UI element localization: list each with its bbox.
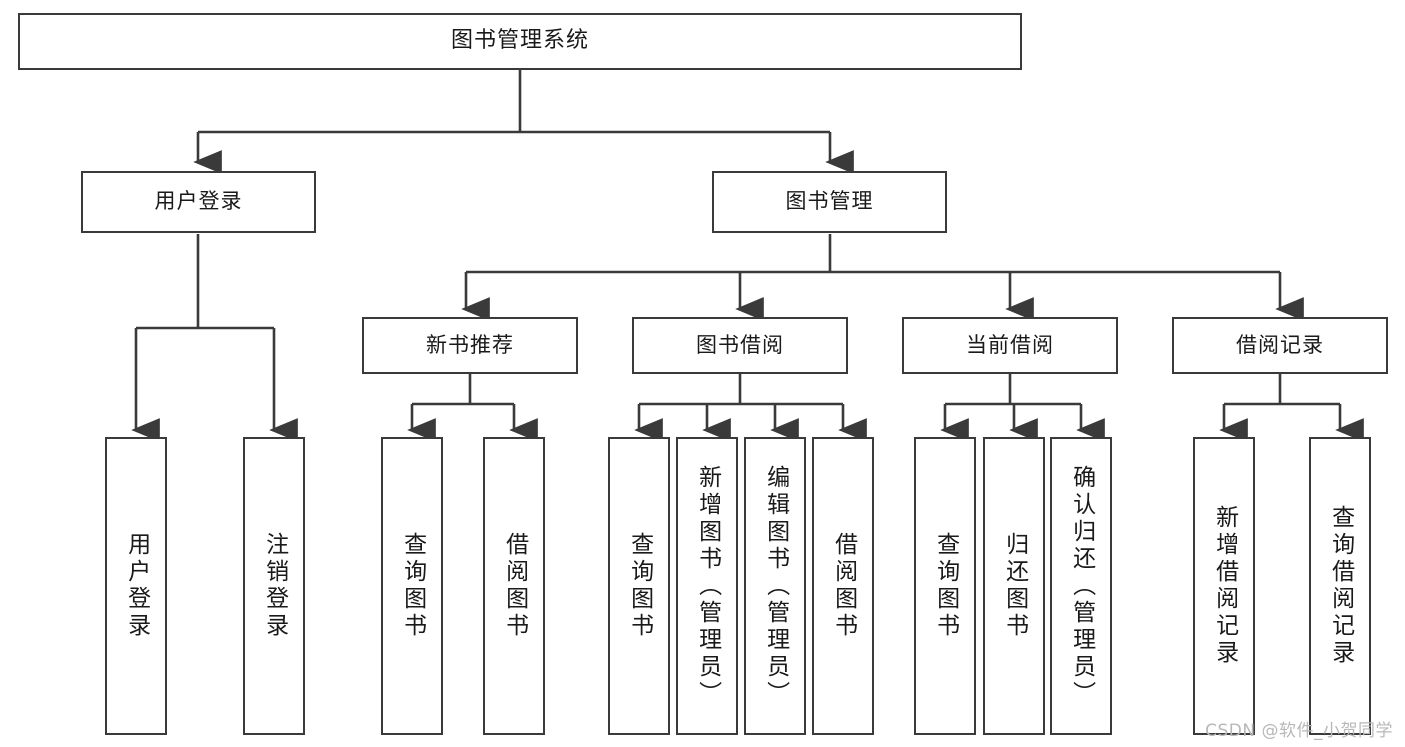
watermark-text: CSDN @软件_小贺同学 — [1205, 721, 1393, 741]
node-new-book-recommendation[interactable]: 新书推荐 — [362, 317, 578, 374]
leaf-label: 用户登录 — [123, 532, 150, 640]
leaf-borrow-book-borrowing[interactable]: 借阅图书 — [812, 437, 874, 735]
node-root-book-management-system[interactable]: 图书管理系统 — [18, 13, 1022, 70]
leaf-return-book[interactable]: 归还图书 — [983, 437, 1045, 735]
leaf-logout-login[interactable]: 注销登录 — [243, 437, 305, 735]
leaf-edit-book-admin[interactable]: 编辑图书（管理员） — [744, 437, 806, 735]
leaf-label: 借阅图书 — [830, 532, 857, 640]
node-current-borrowing[interactable]: 当前借阅 — [902, 317, 1118, 374]
leaf-label: 编辑图书（管理员） — [762, 464, 789, 708]
node-book-borrowing[interactable]: 图书借阅 — [632, 317, 848, 374]
leaf-label: 新增图书（管理员） — [694, 464, 721, 708]
leaf-label: 查询图书 — [932, 532, 959, 640]
leaf-user-login[interactable]: 用户登录 — [105, 437, 167, 735]
leaf-query-book-current[interactable]: 查询图书 — [914, 437, 976, 735]
leaf-add-book-admin[interactable]: 新增图书（管理员） — [676, 437, 738, 735]
leaf-label: 注销登录 — [261, 532, 288, 640]
node-borrowing-record[interactable]: 借阅记录 — [1172, 317, 1388, 374]
leaf-borrow-book-newbook[interactable]: 借阅图书 — [483, 437, 545, 735]
leaf-label: 新增借阅记录 — [1211, 505, 1238, 667]
leaf-label: 查询图书 — [399, 532, 426, 640]
leaf-label: 归还图书 — [1001, 532, 1028, 640]
leaf-label: 确认归还（管理员） — [1068, 464, 1095, 708]
leaf-label: 查询图书 — [626, 532, 653, 640]
leaf-label: 查询借阅记录 — [1327, 505, 1354, 667]
node-book-management[interactable]: 图书管理 — [712, 171, 947, 233]
leaf-add-borrowing-record[interactable]: 新增借阅记录 — [1193, 437, 1255, 735]
leaf-confirm-return-admin[interactable]: 确认归还（管理员） — [1050, 437, 1112, 735]
leaf-query-book-newbook[interactable]: 查询图书 — [381, 437, 443, 735]
leaf-label: 借阅图书 — [501, 532, 528, 640]
leaf-query-book-borrowing[interactable]: 查询图书 — [608, 437, 670, 735]
node-user-login[interactable]: 用户登录 — [81, 171, 316, 233]
leaf-query-borrowing-record[interactable]: 查询借阅记录 — [1309, 437, 1371, 735]
